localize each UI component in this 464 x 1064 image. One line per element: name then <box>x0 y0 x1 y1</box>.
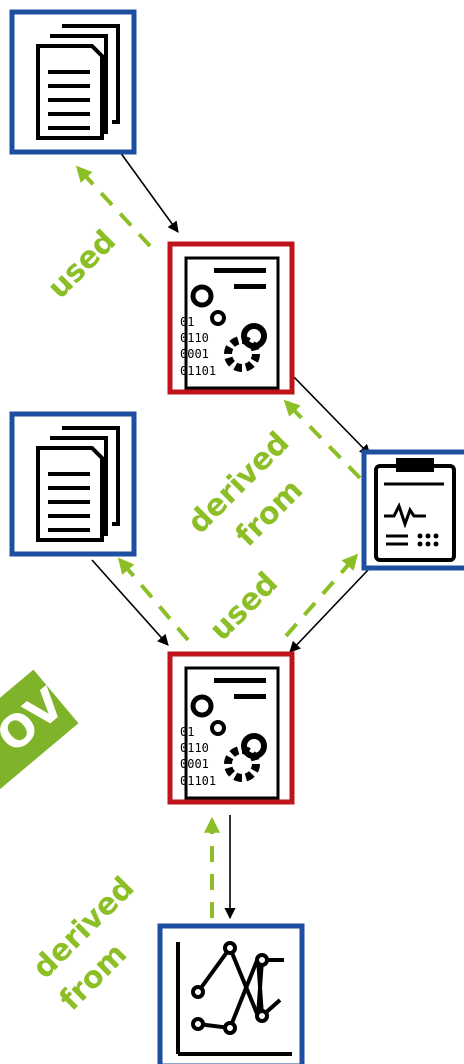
binary-line-3: 0001 <box>180 757 209 771</box>
activity-bottom[interactable]: 01 0110 0001 01101 <box>167 651 295 805</box>
flow-arrows <box>91 151 371 920</box>
entity-dataset-mid[interactable] <box>9 411 137 557</box>
process-gears-icon: 01 0110 0001 01101 <box>180 256 280 390</box>
activity-top[interactable]: 01 0110 0001 01101 <box>167 241 295 395</box>
binary-line-3: 0001 <box>180 347 209 361</box>
binary-line-1: 01 <box>180 315 194 329</box>
arrow-report-to-activity-bottom <box>289 569 369 653</box>
derived-mid-line <box>283 399 362 480</box>
binary-line-4: 01101 <box>180 364 216 378</box>
entity-chart-output[interactable] <box>157 923 305 1064</box>
clipboard-chart-icon <box>374 458 456 562</box>
used-top-label: used <box>41 224 123 306</box>
process-gears-icon: 01 0110 0001 01101 <box>180 666 280 800</box>
documents-icon <box>36 24 120 140</box>
line-chart-icon <box>176 941 292 1056</box>
binary-line-4: 01101 <box>180 774 216 788</box>
binary-line-2: 0110 <box>180 741 209 755</box>
used-mid-label: used <box>203 566 285 648</box>
used-mid-left-line <box>117 557 190 642</box>
used-top-line <box>75 165 152 248</box>
arrow-dataset-mid-to-activity-bottom <box>91 559 169 646</box>
prov-badge: OV <box>0 669 79 801</box>
entity-dataset-top[interactable] <box>9 9 137 155</box>
binary-line-2: 0110 <box>180 331 209 345</box>
binary-line-1: 01 <box>180 725 194 739</box>
arrow-dataset-top-to-activity-top <box>119 151 179 233</box>
entity-report[interactable] <box>361 449 464 571</box>
arrow-activity-top-to-report <box>291 374 371 456</box>
used-mid-right-line <box>284 553 359 638</box>
documents-icon <box>36 426 120 542</box>
